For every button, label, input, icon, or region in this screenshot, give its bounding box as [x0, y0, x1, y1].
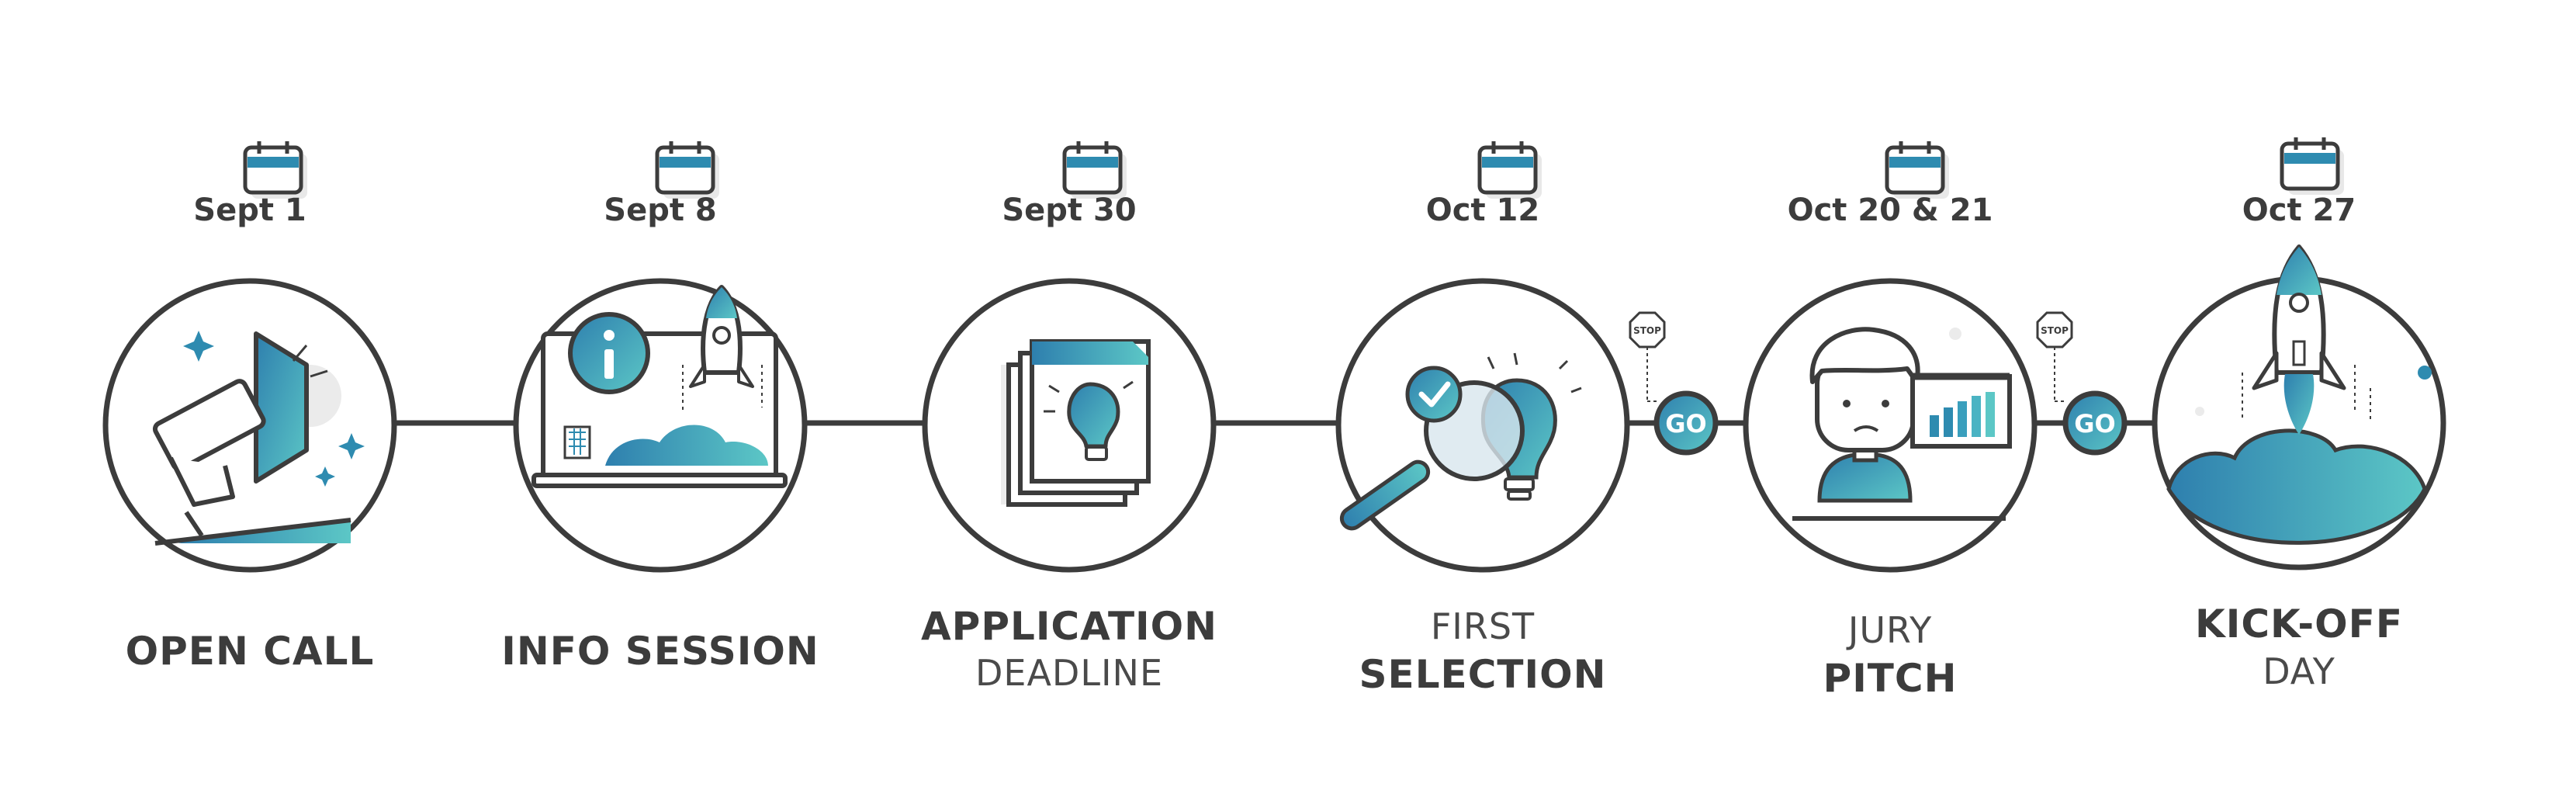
stage-date: Oct 12 [1425, 192, 1540, 228]
documents-bulb-icon [922, 278, 1217, 573]
megaphone-icon [102, 278, 397, 573]
go-badge-label: GO [1665, 409, 1706, 439]
rocket-launch-icon [2152, 244, 2446, 570]
stage-title: APPLICATION [920, 604, 1218, 649]
stage-title: INFO SESSION [501, 629, 819, 674]
stage-subtitle: DAY [2263, 650, 2335, 692]
calendar-icon [1477, 141, 1542, 199]
stage-title: FIRST [1430, 605, 1536, 647]
stage-jury-pitch: Oct 20 & 21 JURY PITCH [1657, 0, 2123, 787]
go-badge: GO [2062, 390, 2128, 456]
calendar-icon [1062, 141, 1127, 199]
stop-sign-label: STOP [2041, 325, 2069, 336]
stage-application-deadline: Sept 30 APPLICATION DEADLINE [836, 0, 1302, 787]
stage-date: Oct 20 & 21 [1787, 192, 1993, 228]
stage-first-selection: Oct 12 FIRST SELECTION [1250, 0, 1716, 787]
stage-date: Sept 1 [193, 192, 306, 228]
stage-title: OPEN CALL [125, 629, 375, 674]
stage-info-session: Sept 8 INFO SESSION [428, 0, 893, 787]
stage-open-call: Sept 1 OPEN CALL [17, 0, 483, 787]
stop-sign-icon: STOP [2036, 311, 2073, 402]
stage-date: Sept 30 [1002, 192, 1137, 228]
presenter-chart-icon [1743, 278, 2038, 573]
laptop-rocket-icon [513, 278, 808, 573]
go-badge: GO [1653, 390, 1719, 456]
stage-date: Oct 27 [2242, 192, 2356, 228]
stop-sign-label: STOP [1633, 325, 1661, 336]
stage-subtitle: DEADLINE [975, 652, 1164, 694]
magnifier-bulb-icon [1335, 278, 1630, 573]
calendar-icon [243, 141, 307, 199]
go-badge-label: GO [2074, 409, 2115, 439]
calendar-icon [2280, 137, 2344, 195]
stage-title: JURY [1847, 609, 1933, 651]
stage-title: KICK-OFF [2194, 602, 2403, 647]
stage-subtitle: PITCH [1823, 656, 1958, 701]
calendar-icon [655, 141, 719, 199]
calendar-icon [1885, 141, 1949, 199]
stage-subtitle: SELECTION [1359, 652, 1607, 697]
stop-sign-icon: STOP [1629, 311, 1666, 402]
stage-date: Sept 8 [604, 192, 717, 228]
stage-kick-off-day: Oct 27 KICK-OFF DAY [2066, 0, 2532, 787]
